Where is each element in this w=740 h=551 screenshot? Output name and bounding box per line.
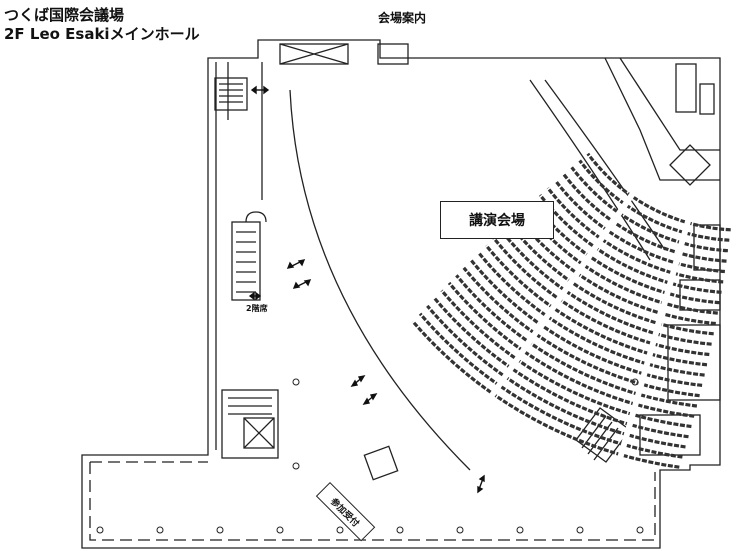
stage-equipment [675,63,697,113]
lecture-hall-label: 講演会場 [440,201,554,239]
service-room [639,414,701,456]
seat-row [578,159,730,242]
seat-row [455,274,698,408]
seat-row [447,281,695,418]
lecture-hall-text: 講演会場 [469,213,525,229]
venue-title: つくば国際会議場 [4,6,125,24]
aisle [615,216,692,464]
seat-row [433,297,689,439]
corridor-wall [261,62,471,471]
reception-kiosk [363,445,399,481]
double-arrow-icon [248,291,262,301]
seat-row [586,152,731,232]
stage-equipment [699,83,715,115]
stage-block [604,57,720,181]
seat-row [554,180,726,274]
seat-row [562,173,727,263]
seat-row [570,166,728,253]
seat-row [484,244,708,367]
entrance-block [377,43,409,65]
seat-row [500,229,712,346]
seat-row [469,259,703,387]
seat-row [546,187,724,284]
lobby-dashed-line [89,461,656,541]
seat-row [531,201,720,305]
second-floor-seats-label: 2階席 [246,304,268,313]
stage-diamond [669,144,711,186]
seat-row [411,320,680,469]
seat-row [426,304,686,449]
restroom-block [667,324,721,401]
double-arrow-icon [362,393,378,405]
aisle [485,189,637,403]
double-arrow-icon [286,259,306,269]
seat-row [492,237,710,357]
seat-row [462,266,700,398]
double-arrow-icon [292,279,312,289]
building-outline [81,39,721,549]
stairs-icon [231,211,267,301]
stage-edge-arc [544,79,666,251]
seat-row [538,194,722,294]
hall-title: 2F Leo Esakiメインホール [4,25,200,43]
seat-row [418,312,683,459]
guide-header: 会場案内 [378,11,427,25]
seating-area [411,152,731,469]
stage-front-arc [529,79,651,261]
restroom-block [679,279,721,311]
stairs-icon [221,389,279,459]
lobby-column-markers [96,378,644,534]
entrance-block [279,43,349,65]
stairs-icon [214,77,248,111]
double-arrow-icon [350,375,366,387]
seat-row [523,208,718,315]
seat-row [477,251,705,377]
double-arrow-icon [250,85,270,95]
seat-row [440,289,692,429]
door-arrows [248,85,485,494]
double-arrow-icon [477,474,485,494]
seat-row [507,222,714,336]
